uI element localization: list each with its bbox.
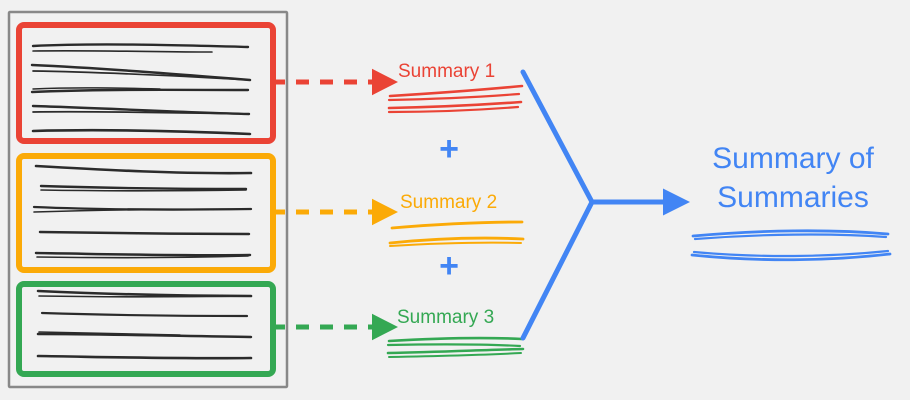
final-title-line-2: Summaries — [717, 181, 869, 214]
plus-operator-2: + — [439, 247, 459, 285]
summary-2-title: Summary 2 — [400, 192, 497, 213]
source-document-border — [7, 10, 289, 389]
summary-3-lines — [386, 336, 525, 358]
summary-1[interactable]: Summary 1 — [387, 61, 524, 114]
summary-2-lines — [388, 220, 525, 247]
chunk-1-text-lines — [30, 43, 252, 136]
merge-branch-bottom — [520, 199, 595, 341]
document-chunk-2[interactable] — [16, 153, 276, 273]
summary-3[interactable]: Summary 3 — [386, 307, 525, 358]
summary-1-title: Summary 1 — [398, 61, 495, 82]
summary-2[interactable]: Summary 2 — [388, 192, 525, 247]
chunk-3-text-lines — [36, 289, 253, 360]
merge-arrow — [520, 69, 690, 341]
source-document — [7, 10, 289, 389]
merge-branch-top — [520, 69, 595, 205]
final-title-line-1: Summary of — [712, 142, 874, 175]
summary-1-lines — [387, 84, 524, 114]
summary-of-summaries[interactable]: Summary of Summaries — [690, 142, 892, 262]
final-output-lines — [690, 229, 892, 262]
plus-operator-1: + — [439, 130, 459, 168]
summary-3-title: Summary 3 — [397, 307, 494, 328]
chunk-2-text-lines — [32, 164, 253, 259]
